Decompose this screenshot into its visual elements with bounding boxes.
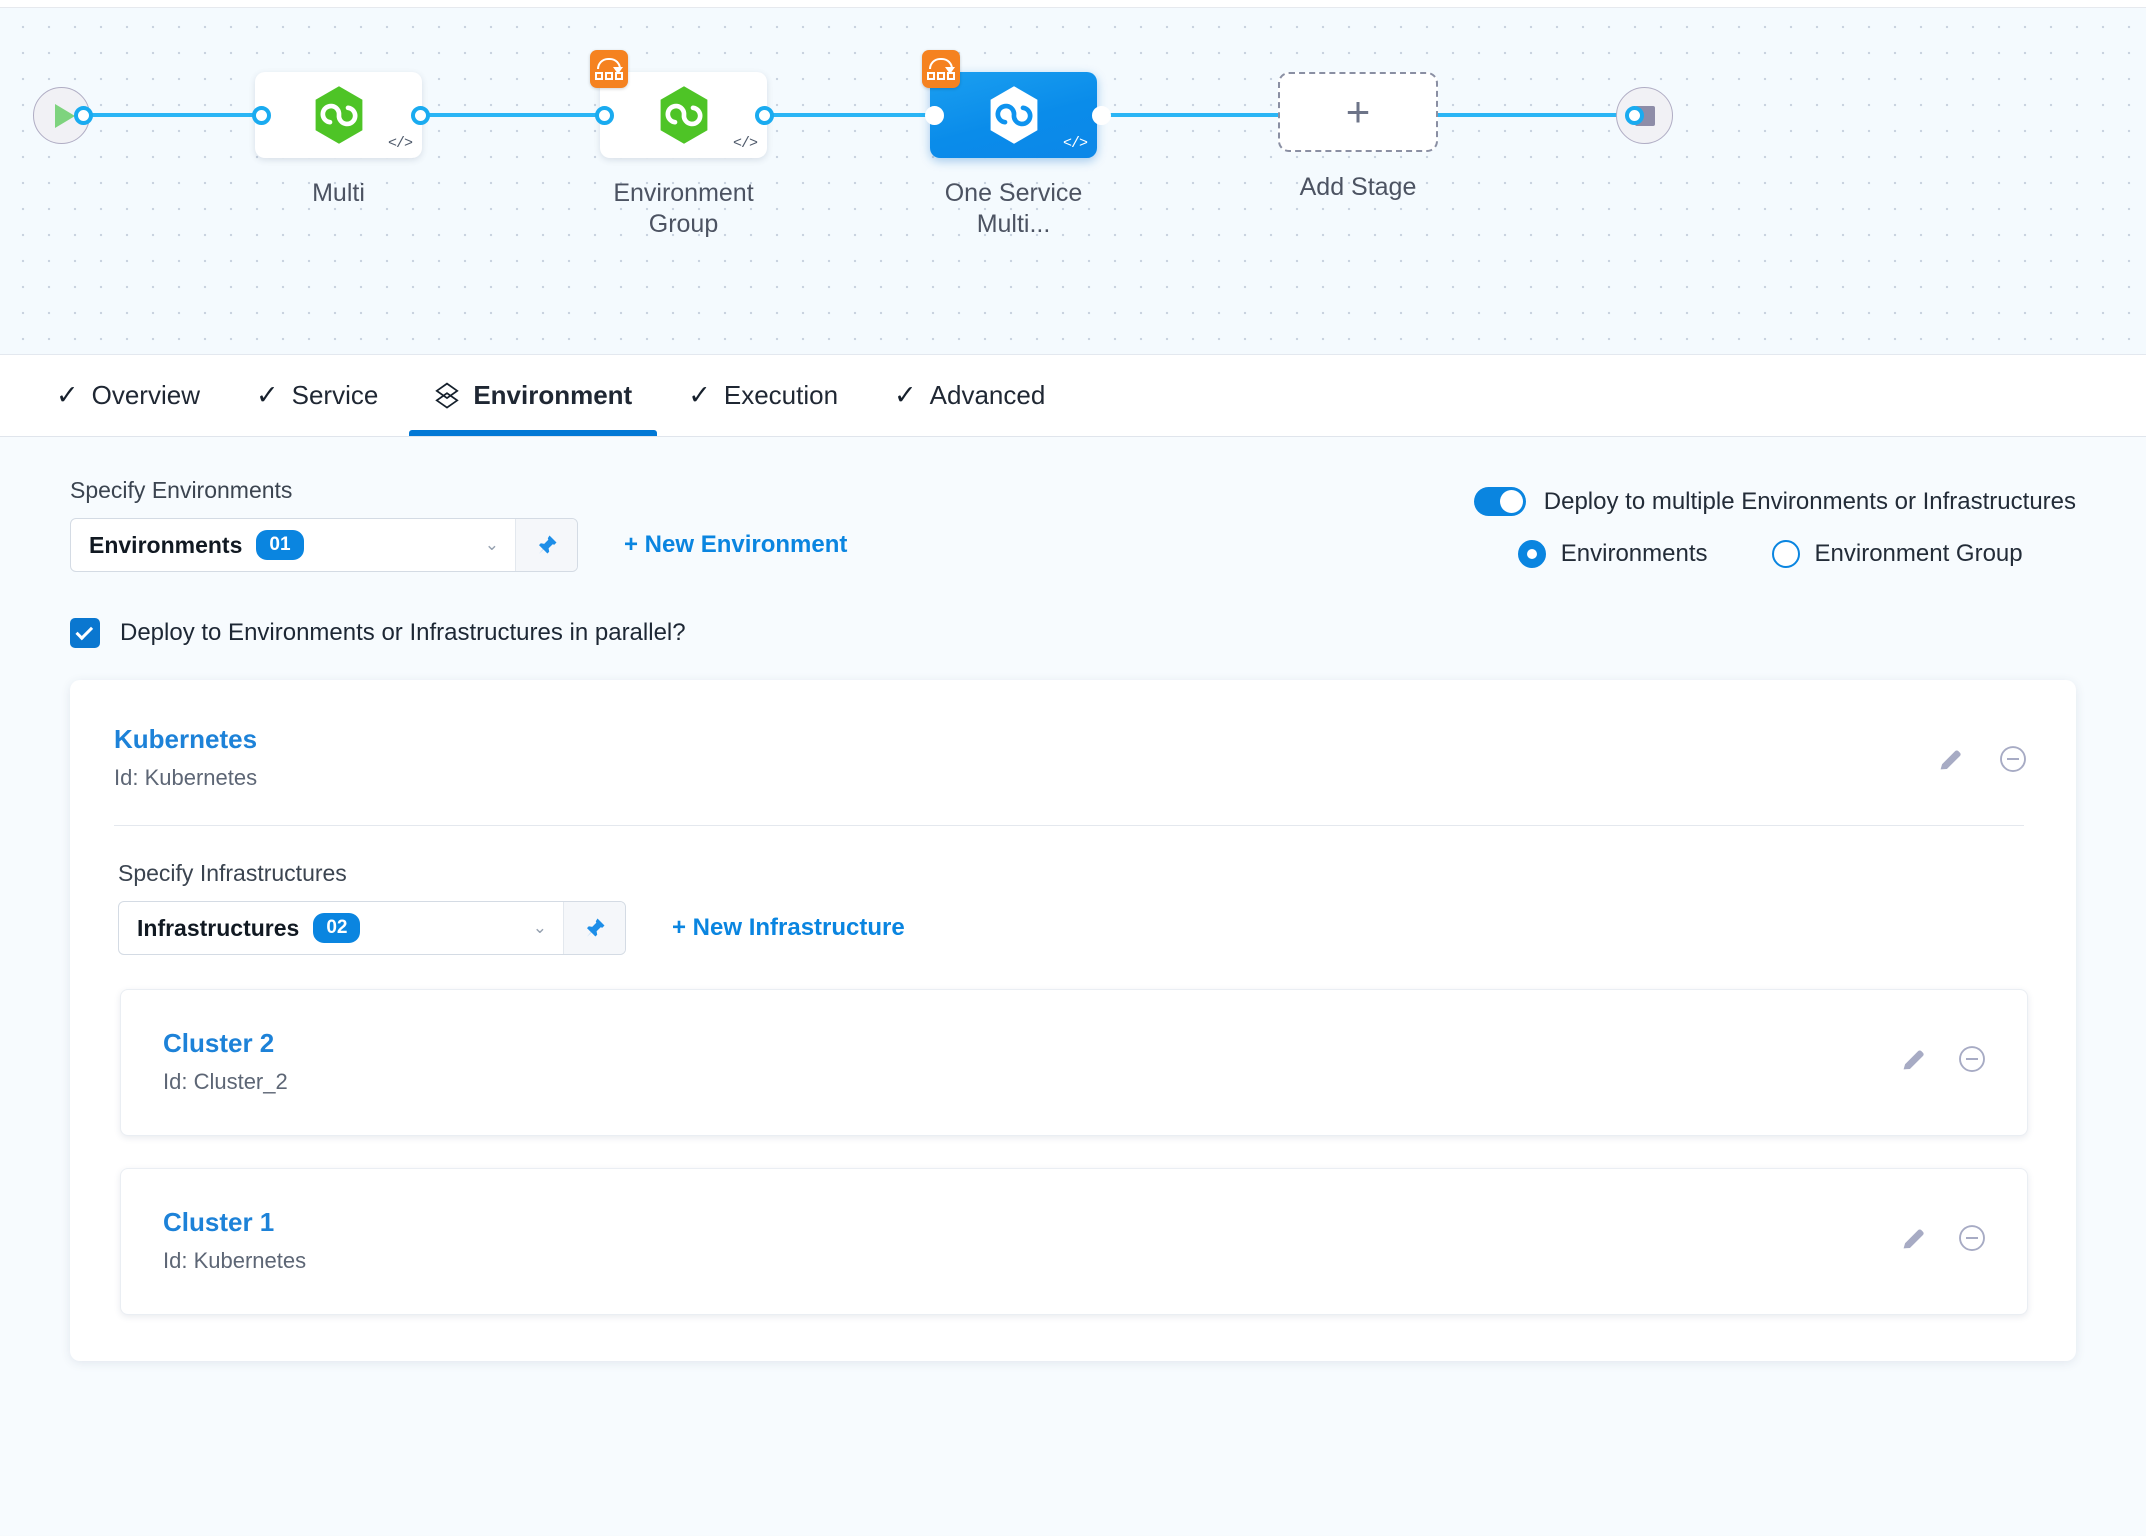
pipeline-wire xyxy=(748,113,938,117)
new-infrastructure-button[interactable]: + New Infrastructure xyxy=(672,914,905,941)
infrastructure-list: Cluster 2 Id: Cluster_2 xyxy=(118,989,2028,1315)
tab-label: Overview xyxy=(91,380,200,410)
looping-strategy-icon xyxy=(590,50,628,88)
pin-icon xyxy=(586,918,604,938)
specify-infrastructures-section: Specify Infrastructures Infrastructures … xyxy=(114,860,2028,1315)
pipeline-canvas[interactable]: </> Multi </> Environment Group xyxy=(0,0,2146,355)
infrastructure-card: Cluster 2 Id: Cluster_2 xyxy=(120,989,2028,1136)
check-icon: ✓ xyxy=(255,380,279,410)
harness-hexagon-icon xyxy=(315,86,362,144)
tab-environment[interactable]: Environment xyxy=(406,355,660,436)
environment-tab-panel: Specify Environments Environments 01 ⌄ +… xyxy=(0,437,2146,1535)
pipeline-wire xyxy=(1435,113,1635,117)
radio-environments-control[interactable] xyxy=(1517,540,1546,568)
deploy-multiple-toggle[interactable] xyxy=(1473,487,1526,516)
stage-label: Environment Group xyxy=(613,179,754,239)
pencil-icon[interactable] xyxy=(1937,746,1964,773)
radio-environments-label: Environments xyxy=(1560,540,1708,567)
stage-out-port[interactable] xyxy=(411,106,430,125)
tab-label: Service xyxy=(291,380,379,410)
stage-in-port[interactable] xyxy=(252,106,271,125)
stage-out-port[interactable] xyxy=(755,106,774,125)
tab-overview[interactable]: ✓ Overview xyxy=(28,355,228,436)
infrastructures-select-value: Infrastructures xyxy=(137,914,300,941)
play-icon xyxy=(54,103,75,128)
tab-label: Environment xyxy=(473,380,633,410)
card-divider xyxy=(114,825,2024,826)
stage-in-port[interactable] xyxy=(595,106,614,125)
parallel-deploy-row[interactable]: Deploy to Environments or Infrastructure… xyxy=(0,618,2146,648)
environments-pin-button[interactable] xyxy=(515,519,577,571)
check-icon: ✓ xyxy=(688,380,711,410)
infrastructure-card: Cluster 1 Id: Kubernetes xyxy=(120,1168,2028,1315)
looping-strategy-icon xyxy=(922,50,960,88)
specify-environments-section: Specify Environments Environments 01 ⌄ +… xyxy=(70,477,847,572)
pipeline-wire xyxy=(1108,113,1278,117)
specify-environments-label: Specify Environments xyxy=(70,477,293,503)
add-stage-button[interactable]: + xyxy=(1278,72,1438,152)
environment-card-kubernetes: Kubernetes Id: Kubernetes Specify Infras… xyxy=(70,680,2076,1361)
tab-advanced[interactable]: ✓ Advanced xyxy=(866,355,1073,436)
end-port[interactable] xyxy=(1625,106,1644,125)
parallel-deploy-checkbox[interactable] xyxy=(70,618,100,648)
stage-node-environment-group[interactable]: </> xyxy=(590,50,767,158)
radio-environments[interactable]: Environments xyxy=(1517,540,1708,568)
stage-label: Multi xyxy=(312,179,365,207)
new-environment-button[interactable]: + New Environment xyxy=(624,531,848,558)
environment-title[interactable]: Kubernetes xyxy=(114,724,258,754)
infrastructures-pin-button[interactable] xyxy=(563,902,625,954)
specify-infrastructures-label: Specify Infrastructures xyxy=(118,860,347,886)
stage-code-tag[interactable]: </> xyxy=(1062,135,1088,152)
parallel-deploy-label: Deploy to Environments or Infrastructure… xyxy=(120,619,686,646)
harness-hexagon-icon xyxy=(990,86,1037,144)
pipeline-wire xyxy=(418,113,608,117)
radio-environment-group-control[interactable] xyxy=(1771,540,1800,568)
stage-label: One Service Multi... xyxy=(944,179,1083,239)
stage-config-tabs: ✓ Overview ✓ Service Environment ✓ Execu… xyxy=(0,355,2146,437)
stage-in-port[interactable] xyxy=(925,106,944,125)
radio-environment-group-label: Environment Group xyxy=(1814,540,2023,567)
multi-deploy-controls: Deploy to multiple Environments or Infra… xyxy=(1473,477,2076,568)
minus-circle-icon[interactable] xyxy=(1957,1044,1987,1074)
start-port[interactable] xyxy=(74,106,93,125)
tab-label: Advanced xyxy=(929,380,1046,410)
stage-code-tag[interactable]: </> xyxy=(387,135,413,152)
check-icon: ✓ xyxy=(894,380,917,410)
pin-icon xyxy=(538,535,556,555)
pencil-icon[interactable] xyxy=(1900,1225,1927,1252)
minus-circle-icon[interactable] xyxy=(1957,1223,1987,1253)
minus-circle-icon[interactable] xyxy=(1998,744,2028,774)
stage-code-tag[interactable]: </> xyxy=(732,135,758,152)
chevron-down-icon: ⌄ xyxy=(484,535,499,554)
environments-select-main[interactable]: Environments 01 ⌄ xyxy=(71,519,515,571)
check-icon xyxy=(75,622,94,640)
pencil-icon[interactable] xyxy=(1900,1046,1927,1073)
infrastructures-select-main[interactable]: Infrastructures 02 ⌄ xyxy=(119,902,563,954)
environments-select[interactable]: Environments 01 ⌄ xyxy=(70,518,578,572)
deploy-multiple-label: Deploy to multiple Environments or Infra… xyxy=(1543,487,2076,515)
infrastructure-id: Id: Kubernetes xyxy=(163,1248,307,1273)
radio-environment-group[interactable]: Environment Group xyxy=(1771,540,2023,568)
toggle-knob xyxy=(1499,490,1523,513)
chevron-down-icon: ⌄ xyxy=(532,918,547,937)
add-stage-label: Add Stage xyxy=(1299,173,1417,201)
tab-service[interactable]: ✓ Service xyxy=(228,355,406,436)
stage-node-one-service-multi[interactable]: </> xyxy=(922,50,1097,158)
stage-node-multi[interactable]: </> xyxy=(255,72,422,158)
layers-icon xyxy=(435,382,460,409)
infrastructure-title[interactable]: Cluster 1 xyxy=(163,1207,275,1237)
environments-select-value: Environments xyxy=(89,531,243,558)
infrastructures-count-badge: 02 xyxy=(313,913,361,943)
check-icon: ✓ xyxy=(56,380,79,410)
environment-id: Id: Kubernetes xyxy=(114,765,258,790)
tab-execution[interactable]: ✓ Execution xyxy=(660,355,866,436)
infrastructure-title[interactable]: Cluster 2 xyxy=(163,1028,275,1058)
environments-count-badge: 01 xyxy=(256,530,304,560)
infrastructures-select[interactable]: Infrastructures 02 ⌄ xyxy=(118,901,626,955)
pipeline-wire xyxy=(75,113,265,117)
stage-out-port[interactable] xyxy=(1092,106,1111,125)
tab-label: Execution xyxy=(723,380,839,410)
infrastructure-id: Id: Cluster_2 xyxy=(163,1069,288,1094)
harness-hexagon-icon xyxy=(660,86,707,144)
